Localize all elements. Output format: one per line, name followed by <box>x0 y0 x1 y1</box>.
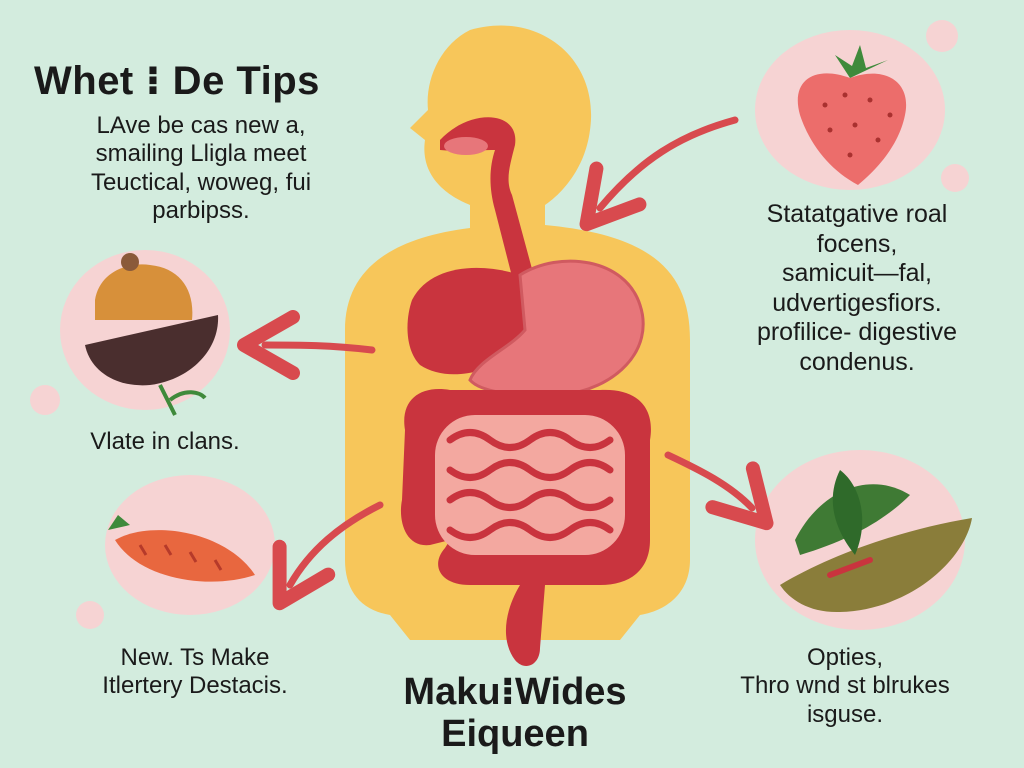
page-title: Whet ⁝ De Tips <box>34 59 320 103</box>
text-line: condenus. <box>799 347 915 376</box>
small-intestine <box>435 415 625 555</box>
text-line: Teuctical, woweg, fui <box>90 168 312 196</box>
text-line: Itlertery Destacis. <box>102 672 288 700</box>
strawberry-illustration <box>755 20 969 192</box>
bottom-center-heading: Maku⁝Wides Eiqueen <box>370 671 660 756</box>
arrow-to-bowl <box>237 310 376 381</box>
mid-left-text: Vlate in clans. <box>40 428 290 456</box>
text-line: smailing Lligla meet <box>95 140 307 168</box>
arrows <box>237 116 774 611</box>
text-line: Thro wnd st blrukes <box>740 672 950 700</box>
text-line: Vlate in clans. <box>90 428 240 455</box>
arrow-to-leaf <box>664 451 774 531</box>
bowl-illustration <box>30 250 230 416</box>
text-line: Eiqueen <box>441 712 589 755</box>
text-line: samicuit—fal, <box>781 259 933 287</box>
text-line: New. Ts Make <box>120 644 270 671</box>
arrow-to-carrot <box>272 501 384 611</box>
text-line: focens, <box>816 229 898 258</box>
text-line: Opties, <box>806 644 884 671</box>
text-line: Maku⁝Wides <box>403 671 627 713</box>
text-line: LAve be cas new a, <box>96 112 306 139</box>
top-right-text: Statatgative roal focens, samicuit—fal, … <box>722 200 992 377</box>
liver <box>407 267 525 375</box>
text-line: isguse. <box>806 700 884 728</box>
esophagus <box>440 117 535 300</box>
bottom-left-text: New. Ts Make Itlertery Destacis. <box>40 644 350 701</box>
leaf-illustration <box>755 450 972 630</box>
text-line: profilice- digestive <box>756 318 958 346</box>
text-line: Statatgative roal <box>766 200 948 228</box>
text-line: parbipss. <box>152 196 250 224</box>
carrot-slice-illustration <box>76 475 275 629</box>
arrow-to-strawberry <box>579 116 739 232</box>
top-left-text: LAve be cas new a, smailing Lligla meet … <box>46 112 356 225</box>
text-line: udvertigesfiors. <box>772 288 942 317</box>
bottom-right-text: Opties, Thro wnd st blrukes isguse. <box>700 644 990 729</box>
